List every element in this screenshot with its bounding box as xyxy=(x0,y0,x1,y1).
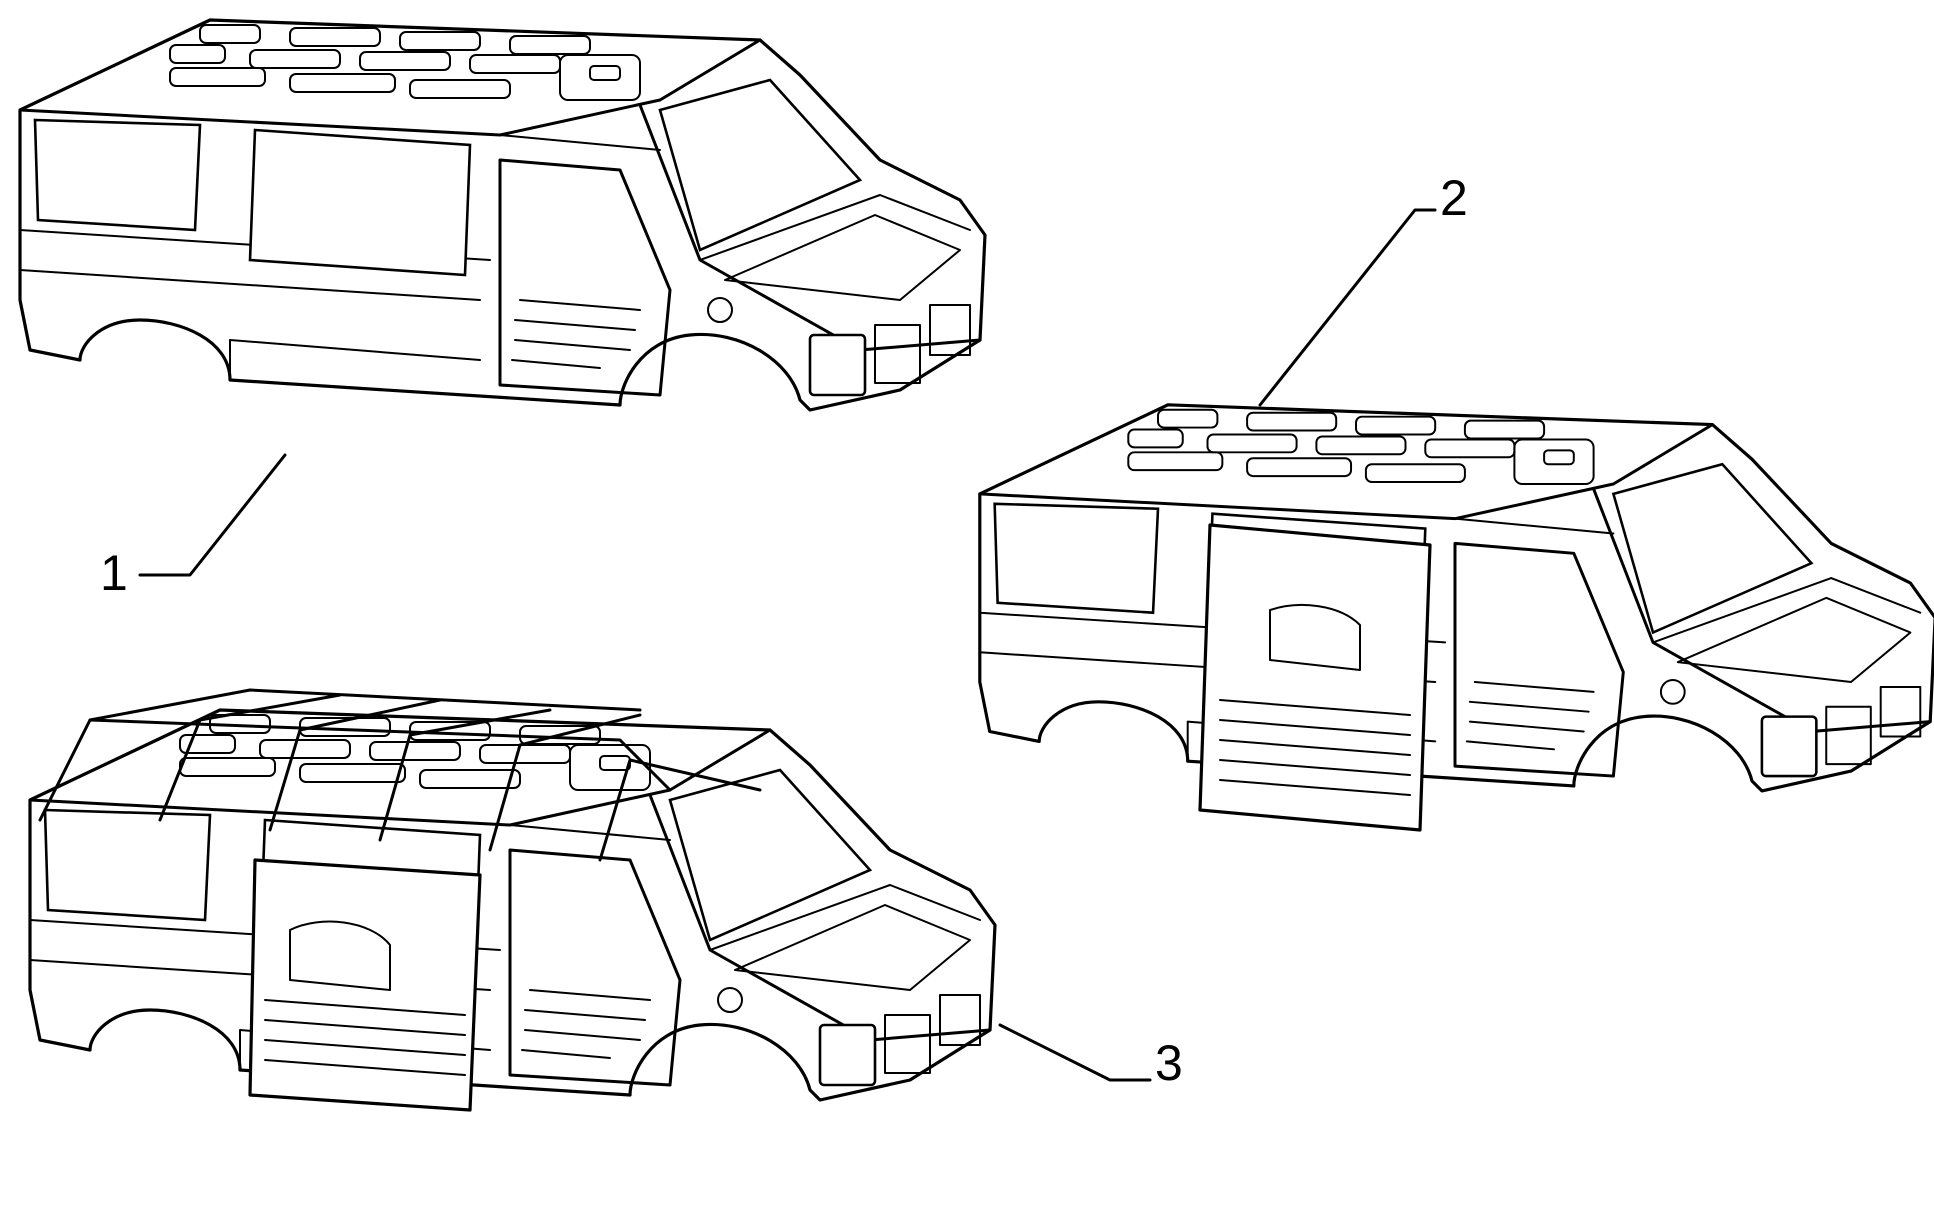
van-shell-3 xyxy=(28,688,997,1112)
callout-label-1: 1 xyxy=(100,545,128,601)
callout-label-3: 3 xyxy=(1155,1035,1183,1091)
callout-2: 2 xyxy=(1258,170,1468,407)
van-shell-1 xyxy=(18,18,987,412)
callout-1: 1 xyxy=(100,453,287,601)
van-shell-2 xyxy=(978,403,1934,832)
callout-label-2: 2 xyxy=(1440,170,1468,226)
callout-3: 3 xyxy=(998,1023,1183,1091)
